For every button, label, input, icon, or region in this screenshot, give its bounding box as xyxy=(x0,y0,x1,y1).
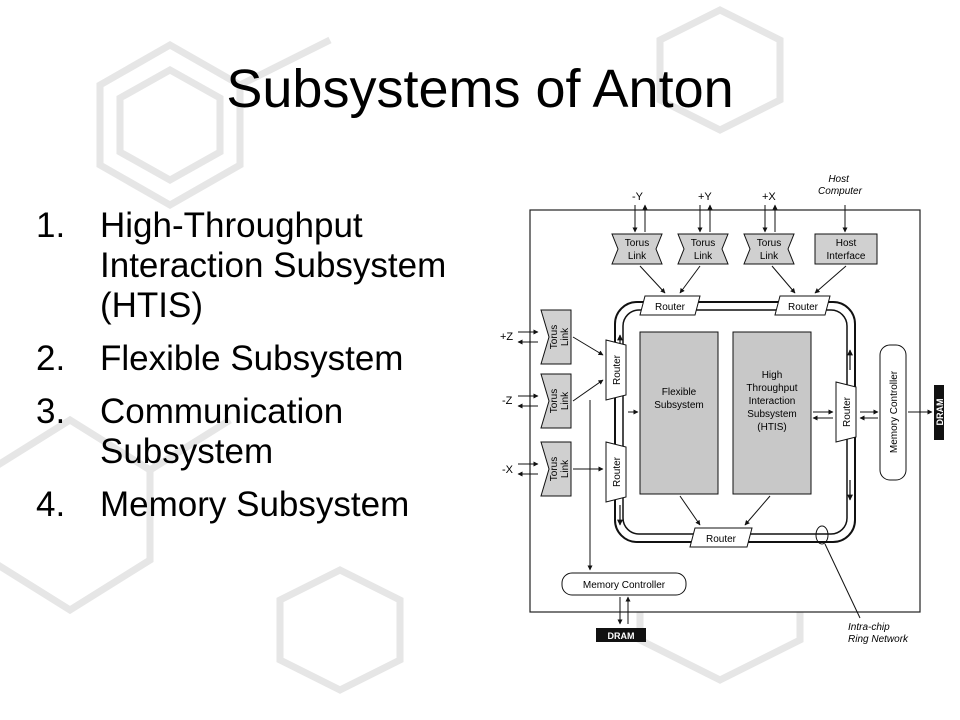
anton-chip-diagram: -Y +Y +X Host Computer Torus Link Torus … xyxy=(500,174,944,645)
list-item-number: 3. xyxy=(36,392,66,431)
port-label-pos-y: +Y xyxy=(698,191,712,203)
router-bottom: Router xyxy=(689,527,753,548)
htis-block: High Throughput Interaction Subsystem (H… xyxy=(732,331,812,495)
svg-text:Link: Link xyxy=(560,459,571,478)
ring-network-label: Intra-chip Ring Network xyxy=(848,622,909,645)
memory-controller-right: Memory Controller xyxy=(879,344,907,481)
port-label-pos-z: +Z xyxy=(500,331,513,343)
svg-text:Router: Router xyxy=(655,302,686,313)
router-right: Router xyxy=(835,381,857,443)
svg-text:Interface: Interface xyxy=(827,251,866,262)
svg-text:Host: Host xyxy=(836,238,857,249)
svg-text:Link: Link xyxy=(560,391,571,410)
torus-link-pos-z: Torus Link xyxy=(540,309,572,365)
list-item-number: 4. xyxy=(36,485,66,524)
svg-text:DRAM: DRAM xyxy=(608,631,635,641)
svg-text:Link: Link xyxy=(694,251,713,262)
svg-text:Router: Router xyxy=(612,354,623,385)
port-label-neg-y: -Y xyxy=(632,191,644,203)
svg-text:Torus: Torus xyxy=(691,238,715,249)
router-left-upper: Router xyxy=(605,339,627,401)
torus-link-neg-x: Torus Link xyxy=(540,441,572,497)
torus-link-pos-y: Torus Link xyxy=(677,233,729,265)
svg-text:Subsystem: Subsystem xyxy=(654,400,703,411)
svg-text:Router: Router xyxy=(612,456,623,487)
list-item-number: 1. xyxy=(36,206,66,245)
memory-controller-bottom: Memory Controller xyxy=(561,572,687,596)
dram-right: DRAM xyxy=(934,385,944,440)
svg-text:Torus: Torus xyxy=(549,457,560,481)
list-item: 1. High-Throughput Interaction Subsystem… xyxy=(36,206,486,326)
svg-text:Throughput: Throughput xyxy=(746,383,797,394)
host-interface-box: Host Interface xyxy=(814,233,878,265)
slide-title: Subsystems of Anton xyxy=(226,59,734,119)
chip-boundary xyxy=(529,209,921,613)
svg-text:Subsystem: Subsystem xyxy=(747,409,796,420)
router-top-right: Router xyxy=(774,295,831,316)
list-item-text: Flexible Subsystem xyxy=(100,339,404,378)
svg-text:Memory Controller: Memory Controller xyxy=(889,370,900,453)
port-label-neg-x: -X xyxy=(502,464,514,476)
svg-text:Flexible: Flexible xyxy=(662,387,697,398)
list-item: 3. Communication Subsystem xyxy=(36,392,486,472)
list-item: 4. Memory Subsystem xyxy=(36,485,486,525)
router-top-left: Router xyxy=(639,295,701,316)
svg-text:Memory Controller: Memory Controller xyxy=(583,580,666,591)
list-item-text: Communication Subsystem xyxy=(100,392,344,471)
torus-link-neg-y: Torus Link xyxy=(611,233,663,265)
svg-text:High: High xyxy=(762,370,783,381)
port-label-neg-z: -Z xyxy=(502,395,513,407)
dram-bottom: DRAM xyxy=(596,628,646,642)
svg-text:(HTIS): (HTIS) xyxy=(757,422,786,433)
svg-text:Torus: Torus xyxy=(625,238,649,249)
svg-text:Link: Link xyxy=(628,251,647,262)
svg-text:Link: Link xyxy=(560,327,571,346)
svg-text:Router: Router xyxy=(788,302,819,313)
svg-text:Router: Router xyxy=(842,396,853,427)
list-item-text: Memory Subsystem xyxy=(100,485,410,524)
svg-text:Router: Router xyxy=(706,534,737,545)
port-label-pos-x: +X xyxy=(762,191,776,203)
list-item-number: 2. xyxy=(36,339,66,378)
host-computer-label: Host Computer xyxy=(818,174,863,197)
svg-text:Link: Link xyxy=(760,251,779,262)
list-item: 2. Flexible Subsystem xyxy=(36,339,486,379)
list-item-text: High-Throughput Interaction Subsystem (H… xyxy=(100,206,447,325)
torus-link-pos-x: Torus Link xyxy=(743,233,795,265)
subsystem-list: 1. High-Throughput Interaction Subsystem… xyxy=(36,206,486,538)
router-left-lower: Router xyxy=(605,441,627,503)
flexible-subsystem-block: Flexible Subsystem xyxy=(639,331,719,495)
svg-text:DRAM: DRAM xyxy=(935,399,944,426)
svg-text:Torus: Torus xyxy=(757,238,781,249)
svg-text:Interaction: Interaction xyxy=(749,396,796,407)
svg-text:Torus: Torus xyxy=(549,325,560,349)
torus-link-neg-z: Torus Link xyxy=(540,373,572,429)
svg-text:Torus: Torus xyxy=(549,389,560,413)
